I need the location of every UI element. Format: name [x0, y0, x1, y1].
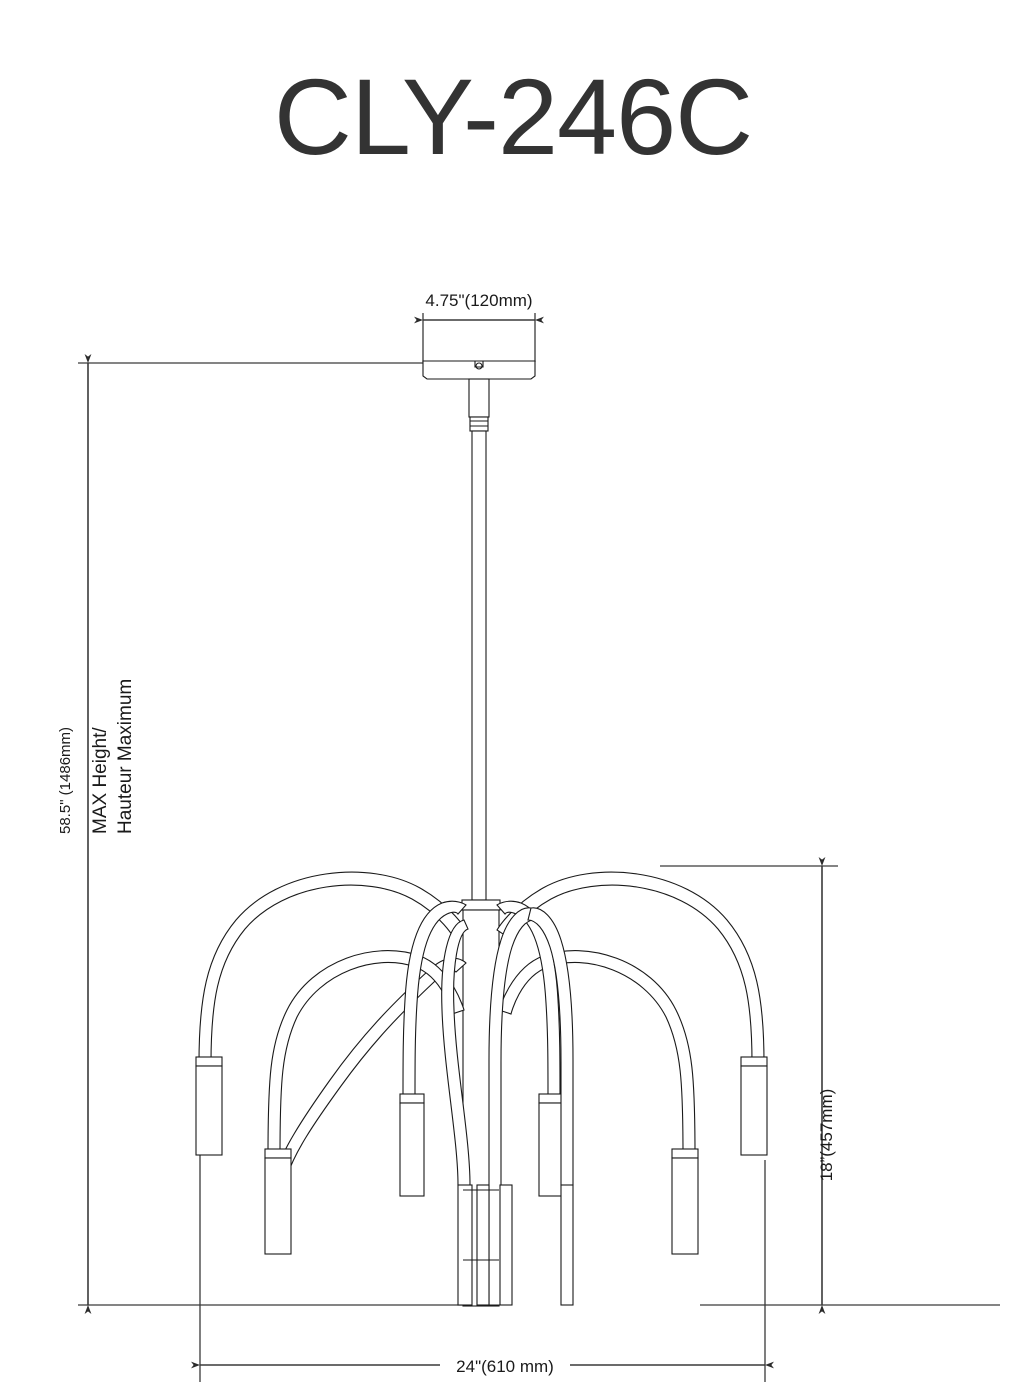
arm-left-inner: [399, 900, 467, 1197]
arm-right-outer: [496, 871, 768, 1156]
main-stem: [471, 430, 487, 901]
arm-tube: [498, 950, 696, 1156]
max-height-text-label: MAX Height/: [90, 727, 111, 834]
shade-collar: [740, 1056, 768, 1067]
max-height-dimension: 58.5" (1486mm) MAX Height/ Hauteur Maxim…: [57, 354, 470, 1314]
arm-left-outer: [195, 871, 467, 1156]
fixture-width-dimension: 24"(610 mm): [191, 1150, 774, 1382]
arm-left-center-drop: [441, 919, 473, 1306]
canopy-width-dimension: 4.75"(120mm): [414, 291, 544, 362]
shade-collar: [399, 1093, 425, 1104]
lamp-shade: [740, 1065, 768, 1156]
arm-right-middle: [498, 950, 699, 1255]
stem-coupler: [469, 416, 489, 432]
center-drop-tube: [560, 1184, 574, 1306]
lamp-shade: [538, 1102, 564, 1197]
center-tube-a: [476, 1184, 490, 1306]
center-drop-tube: [457, 1184, 473, 1306]
max-height-text-label-fr: Hauteur Maximum: [115, 679, 136, 834]
lamp-shade: [671, 1157, 699, 1255]
hub-detail-lines: [463, 1189, 499, 1261]
center-tube-b: [499, 1184, 513, 1306]
shade-collar: [195, 1056, 223, 1067]
canopy-plate: [422, 360, 536, 380]
canopy-width-label: 4.75"(120mm): [425, 291, 532, 310]
hub-descending-tubes: [476, 1184, 513, 1306]
max-height-value-label: 58.5" (1486mm): [57, 727, 74, 834]
lamp-shade: [264, 1157, 292, 1255]
canopy-hook-ring-icon: [475, 362, 483, 370]
lamp-shade: [399, 1102, 425, 1197]
shade-collar: [264, 1148, 292, 1159]
fixture-height-dimension: 18”(457mm): [660, 857, 1000, 1314]
fixture-width-label: 24"(610 mm): [456, 1357, 554, 1376]
arm-center-right-arch: [527, 907, 574, 1306]
lamp-shade: [195, 1065, 223, 1156]
canopy-hook-icon: [474, 361, 484, 368]
shade-collar: [671, 1148, 699, 1159]
fixture-height-label: 18”(457mm): [817, 1089, 836, 1182]
hub-collar: [461, 899, 501, 911]
page-title: CLY-246C: [273, 56, 753, 177]
arm-right-inner: [496, 900, 564, 1197]
arm-left-mid-arch: [264, 950, 465, 1255]
shade-collar: [538, 1093, 564, 1104]
canopy-assembly: [422, 360, 536, 901]
chandelier-arms: [195, 871, 768, 1306]
canopy-body: [468, 378, 490, 418]
